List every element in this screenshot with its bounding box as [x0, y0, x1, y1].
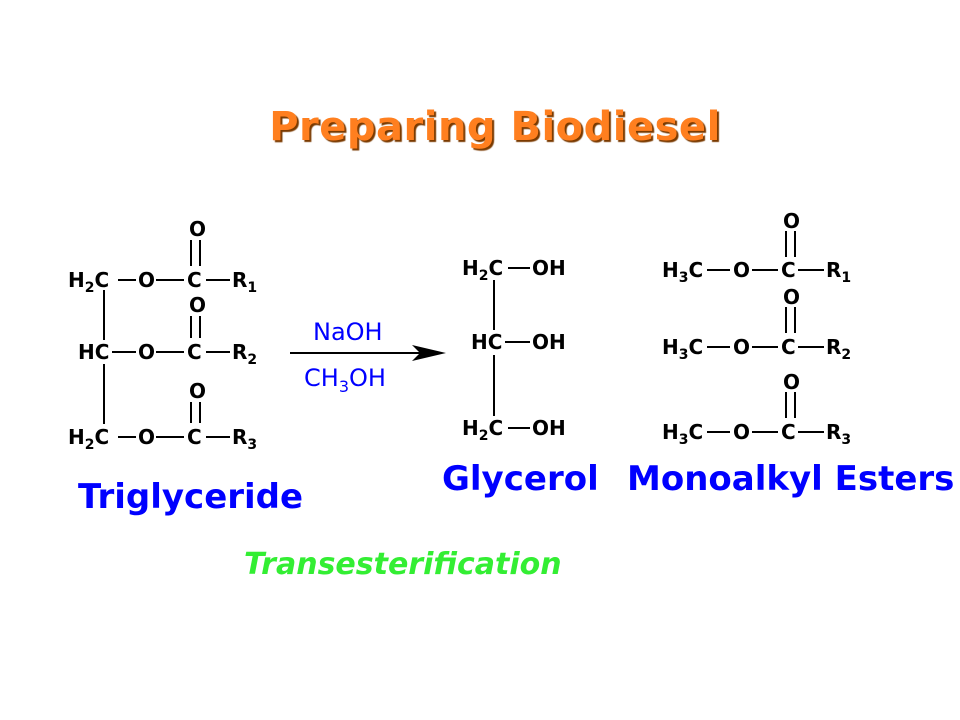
glycerol-structure: H2C OH HC OH H2C OH [462, 256, 566, 444]
ester-3-oxygen: O [733, 420, 750, 444]
triglyceride-row-1-carbon: H2C [68, 268, 109, 296]
triglyceride-row-3-carbon: H2C [68, 425, 109, 453]
ester-1-carbonyl-carbon: C [781, 258, 796, 282]
ester-3-methyl: H3C [662, 420, 703, 448]
triglyceride-row-3-carbonyl-oxygen: O [189, 379, 206, 403]
glycerol-label: Glycerol [442, 459, 599, 499]
ester-1-methyl: H3C [662, 258, 703, 286]
ester-3-r-group: R3 [826, 420, 851, 448]
triglyceride-row-2-oxygen: O [138, 340, 155, 364]
triglyceride-row-1-carbonyl-carbon: C [187, 268, 202, 292]
ester-2-r-group: R2 [826, 335, 851, 363]
triglyceride-row-2-carbon: HC [78, 340, 109, 364]
glycerol-row-2-carbon: HC [471, 330, 502, 354]
glycerol-row-1-carbon: H2C [462, 256, 503, 284]
triglyceride-row-3-r-group: R3 [232, 425, 257, 453]
reagent-methanol: CH3OH [304, 364, 386, 396]
triglyceride-row-3-oxygen: O [138, 425, 155, 449]
ester-3-carbonyl-carbon: C [781, 420, 796, 444]
ester-1-oxygen: O [733, 258, 750, 282]
triglyceride-row-2-r-group: R2 [232, 340, 257, 368]
glycerol-row-3-carbon: H2C [462, 416, 503, 444]
ester-2-methyl: H3C [662, 335, 703, 363]
triglyceride-row-2-carbonyl-carbon: C [187, 340, 202, 364]
triglyceride-row-1-r-group: R1 [232, 268, 257, 296]
transesterification-label: Transesterification [244, 547, 562, 582]
triglyceride-row-1-carbonyl-oxygen: O [189, 217, 206, 241]
glycerol-row-1-hydroxyl: OH [532, 256, 566, 280]
ester-1-r-group: R1 [826, 258, 851, 286]
ester-2-carbonyl-carbon: C [781, 335, 796, 359]
triglyceride-label: Triglyceride [78, 477, 303, 517]
triglyceride-row-1-oxygen: O [138, 268, 155, 292]
ester-2-carbonyl-oxygen: O [783, 285, 800, 309]
glycerol-row-3-hydroxyl: OH [532, 416, 566, 440]
triglyceride-row-3-carbonyl-carbon: C [187, 425, 202, 449]
glycerol-row-2-hydroxyl: OH [532, 330, 566, 354]
ester-1-carbonyl-oxygen: O [783, 209, 800, 233]
reagent-naoh: NaOH [313, 318, 383, 346]
reaction-arrow-head [412, 345, 446, 361]
ester-structures: H3C O C O R1 H3C O C O R2 H3C O C O R3 [662, 209, 851, 448]
bond-lines [103, 231, 824, 438]
monoalkyl-esters-label: Monoalkyl Esters [627, 459, 954, 499]
ester-3-carbonyl-oxygen: O [783, 370, 800, 394]
page-title: Preparing Biodiesel [269, 104, 721, 150]
ester-2-oxygen: O [733, 335, 750, 359]
triglyceride-structure: H2C O C O R1 HC O C O R2 H2C O C O R3 [68, 217, 257, 453]
triglyceride-row-2-carbonyl-oxygen: O [189, 293, 206, 317]
